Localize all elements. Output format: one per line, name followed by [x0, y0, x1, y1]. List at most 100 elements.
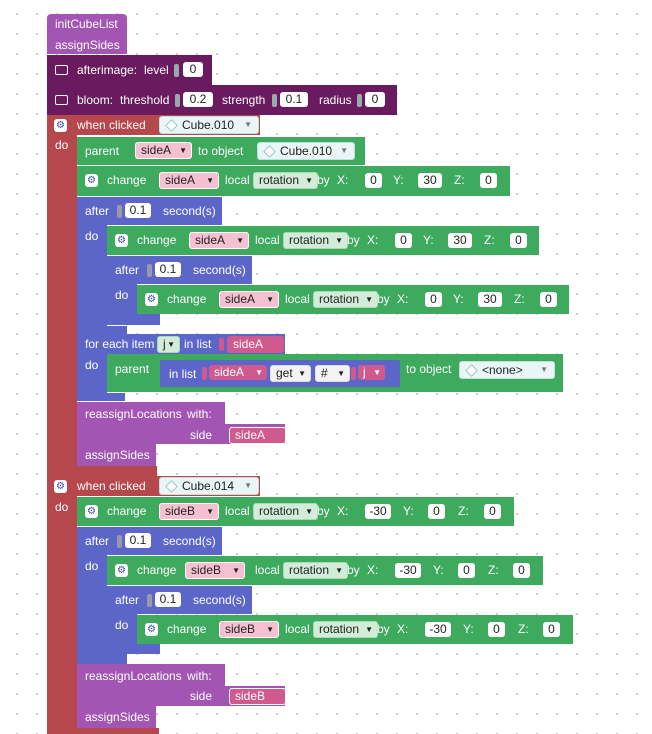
y-input[interactable]: 30 — [418, 173, 442, 188]
x-input[interactable]: -30 — [395, 563, 421, 578]
index-mode-dropdown[interactable]: #▼ — [315, 365, 350, 382]
after-block[interactable]: after 0.1 second(s) — [77, 197, 222, 225]
gear-icon[interactable]: ⚙ — [115, 564, 128, 577]
gear-icon[interactable]: ⚙ — [145, 623, 158, 636]
get-mode-dropdown[interactable]: get▼ — [270, 365, 311, 382]
after-do-column: do — [77, 225, 107, 336]
x-input[interactable]: 0 — [365, 173, 382, 188]
after-seconds-input[interactable]: 0.1 — [155, 592, 181, 607]
loop-var-dropdown[interactable]: j▼ — [157, 336, 180, 353]
y-input[interactable]: 30 — [478, 292, 502, 307]
gear-icon[interactable]: ⚙ — [85, 174, 98, 187]
bloom-block[interactable]: bloom: threshold 0.2 strength 0.1 radius… — [47, 85, 397, 115]
z-input[interactable]: 0 — [510, 233, 527, 248]
x-input[interactable]: -30 — [365, 504, 391, 519]
change-var-dropdown[interactable]: sideA▼ — [219, 291, 279, 308]
when-clicked-event-2[interactable]: ⚙ when clicked Cube.014 ▼ — [47, 476, 260, 496]
target-object-dropdown[interactable]: <none> ▼ — [459, 361, 555, 379]
when-clicked-event-1[interactable]: ⚙ when clicked Cube.010 ▼ — [47, 115, 260, 135]
chevron-down-icon: ▼ — [244, 120, 252, 129]
rotation-dropdown[interactable]: rotation▼ — [283, 562, 348, 579]
parent-var-dropdown[interactable]: sideA▼ — [135, 142, 192, 159]
loop-list-dropdown[interactable]: sideA — [227, 336, 284, 353]
bloom-strength-input[interactable]: 0.1 — [280, 92, 308, 107]
rotation-dropdown[interactable]: rotation▼ — [313, 621, 378, 638]
z-input[interactable]: 0 — [513, 563, 530, 578]
event1-object-dropdown[interactable]: Cube.010 ▼ — [159, 116, 259, 134]
cube-icon — [465, 364, 478, 377]
get-index-dropdown[interactable]: j▼ — [358, 365, 385, 380]
camera-icon — [55, 95, 68, 105]
bloom-threshold-input[interactable]: 0.2 — [183, 92, 213, 107]
gear-icon[interactable]: ⚙ — [145, 293, 158, 306]
x-input[interactable]: -30 — [425, 622, 451, 637]
gear-icon[interactable]: ⚙ — [85, 505, 98, 518]
after-block[interactable]: after 0.1 second(s) — [107, 256, 252, 284]
after-seconds-input[interactable]: 0.1 — [125, 203, 151, 218]
event2-object-dropdown[interactable]: Cube.014 ▼ — [159, 477, 259, 495]
after-seconds-input[interactable]: 0.1 — [155, 262, 181, 277]
assign-sides-block[interactable]: assignSides — [77, 706, 156, 728]
change-label: change — [107, 173, 147, 187]
init-cube-list-block[interactable]: initCubeList — [47, 14, 127, 34]
reassign-side-dropdown[interactable]: sideB — [229, 688, 286, 705]
change-var-dropdown[interactable]: sideA▼ — [159, 172, 219, 189]
y-input[interactable]: 0 — [428, 504, 445, 519]
event1-do-column: do — [47, 135, 77, 466]
y-input[interactable]: 0 — [458, 563, 475, 578]
for-each-block[interactable]: for each item j▼ in list sideA — [77, 334, 285, 354]
rotation-dropdown[interactable]: rotation▼ — [313, 291, 378, 308]
after-footer — [107, 314, 160, 325]
after-block[interactable]: after 0.1 second(s) — [77, 527, 222, 555]
reassign-side-dropdown[interactable]: sideA — [229, 427, 286, 444]
rotation-dropdown[interactable]: rotation▼ — [253, 503, 318, 520]
rotation-dropdown[interactable]: rotation▼ — [283, 232, 348, 249]
change-var-dropdown[interactable]: sideB▼ — [219, 621, 279, 638]
for-each-footer — [77, 393, 125, 401]
rotation-dropdown[interactable]: rotation▼ — [253, 172, 318, 189]
x-input[interactable]: 0 — [425, 292, 442, 307]
z-input[interactable]: 0 — [543, 622, 560, 637]
do-label: do — [55, 138, 69, 152]
parent-block[interactable]: parent in list sideA▼ get▼ #▼ j▼ to obje… — [107, 354, 563, 392]
afterimage-level-input[interactable]: 0 — [183, 62, 203, 77]
y-input[interactable]: 0 — [488, 622, 505, 637]
gear-icon[interactable]: ⚙ — [54, 480, 67, 493]
gear-icon[interactable]: ⚙ — [115, 234, 128, 247]
x-input[interactable]: 0 — [395, 233, 412, 248]
reassign-locations-block[interactable]: reassignLocations with: side — [77, 664, 225, 706]
bloom-radius-input[interactable]: 0 — [365, 92, 385, 107]
assign-sides-block[interactable]: assignSides — [77, 444, 156, 466]
after-footer — [77, 326, 127, 336]
reassign-locations-block[interactable]: reassignLocations with: side — [77, 402, 225, 444]
change-rotation-block[interactable]: ⚙ change sideB▼ local rotation▼ by X: -3… — [77, 497, 514, 526]
parent-target-dropdown[interactable]: Cube.010 ▼ — [257, 142, 355, 160]
afterimage-block[interactable]: afterimage: level 0 — [47, 55, 212, 85]
chevron-down-icon: ▼ — [244, 481, 252, 490]
change-rotation-block[interactable]: ⚙ change sideB▼ local rotation▼ by X: -3… — [137, 615, 573, 644]
change-var-dropdown[interactable]: sideB▼ — [159, 503, 219, 520]
change-var-dropdown[interactable]: sideA▼ — [189, 232, 249, 249]
change-rotation-block[interactable]: ⚙ change sideA▼ local rotation▼ by X: 0 … — [77, 166, 510, 196]
gear-icon[interactable]: ⚙ — [54, 119, 67, 132]
chevron-down-icon: ▼ — [540, 365, 548, 374]
camera-icon — [55, 65, 68, 75]
change-rotation-block[interactable]: ⚙ change sideA▼ local rotation▼ by X: 0 … — [137, 285, 569, 314]
parent-block[interactable]: parent sideA▼ to object Cube.010 ▼ — [77, 137, 365, 165]
change-var-dropdown[interactable]: sideB▼ — [185, 562, 245, 579]
get-list-dropdown[interactable]: sideA▼ — [209, 365, 267, 380]
z-input[interactable]: 0 — [484, 504, 501, 519]
y-input[interactable]: 30 — [448, 233, 472, 248]
change-rotation-block[interactable]: ⚙ change sideA▼ local rotation▼ by X: 0 … — [107, 226, 539, 255]
to-object-label: to object — [198, 144, 244, 158]
assign-sides-block-top[interactable]: assignSides — [47, 34, 127, 54]
list-get-block[interactable]: in list sideA▼ get▼ #▼ j▼ — [160, 360, 400, 387]
z-input[interactable]: 0 — [480, 173, 497, 188]
local-label: local — [225, 173, 250, 187]
change-rotation-block[interactable]: ⚙ change sideB▼ local rotation▼ by X: -3… — [107, 556, 543, 585]
z-input[interactable]: 0 — [540, 292, 557, 307]
init-cube-list-label: initCubeList — [55, 17, 118, 31]
after-block[interactable]: after 0.1 second(s) — [107, 586, 252, 614]
after-seconds-input[interactable]: 0.1 — [125, 533, 151, 548]
bloom-strength-label: strength — [222, 93, 266, 107]
